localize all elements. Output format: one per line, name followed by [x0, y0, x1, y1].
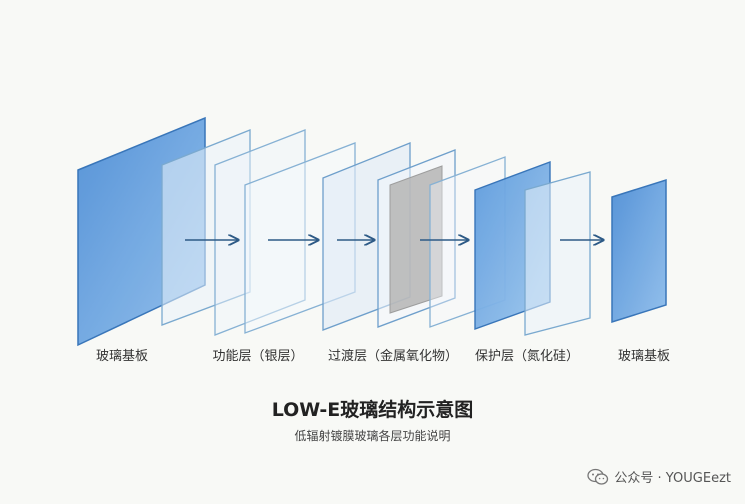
wechat-icon [587, 468, 609, 485]
label-glass-substrate-right: 玻璃基板 [617, 349, 671, 364]
watermark: 公众号 · YOUGEezt [587, 467, 731, 486]
label-protective-layer: 保护层（氮化硅） [474, 349, 580, 364]
watermark-text: 公众号 · YOUGEezt [614, 471, 731, 486]
functional-film-2 [214, 129, 306, 336]
diagram-subtitle: 低辐射镀膜玻璃各层功能说明 [294, 429, 451, 443]
label-functional-layer: 功能层（银层） [212, 349, 304, 364]
metal-oxide-layer [389, 165, 443, 314]
glass-substrate-right [611, 178, 667, 324]
label-glass-substrate-left: 玻璃基板 [95, 349, 149, 364]
diagram-title: LOW-E玻璃结构示意图 [271, 399, 474, 421]
functional-film-1 [161, 129, 251, 326]
protective-film [524, 171, 591, 336]
label-transition-layer: 过渡层（金属氧化物） [327, 349, 459, 364]
